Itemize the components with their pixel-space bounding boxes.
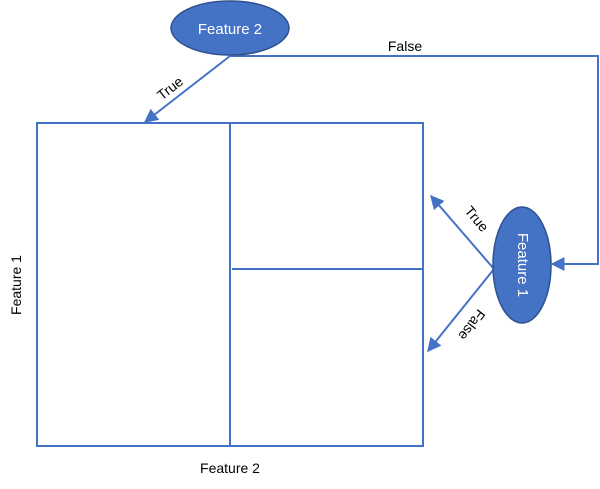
edge-right-false-arrow	[427, 268, 495, 353]
edge-top-true-label: True	[154, 73, 186, 103]
edge-right-true-label: True	[462, 203, 493, 235]
edge-top-false-label: False	[388, 38, 422, 54]
y-axis-label: Feature 1	[8, 255, 24, 315]
edge-top-true-arrow	[143, 55, 231, 123]
node-feature-1	[492, 206, 552, 324]
edge-right-true-arrow	[430, 194, 495, 270]
node-feature-2	[170, 0, 290, 56]
node-feature-1-label: Feature 1	[514, 233, 531, 297]
edge-top-false-arrow	[230, 55, 599, 271]
node-feature-2-label: Feature 2	[198, 21, 262, 38]
x-axis-label: Feature 2	[200, 460, 260, 476]
